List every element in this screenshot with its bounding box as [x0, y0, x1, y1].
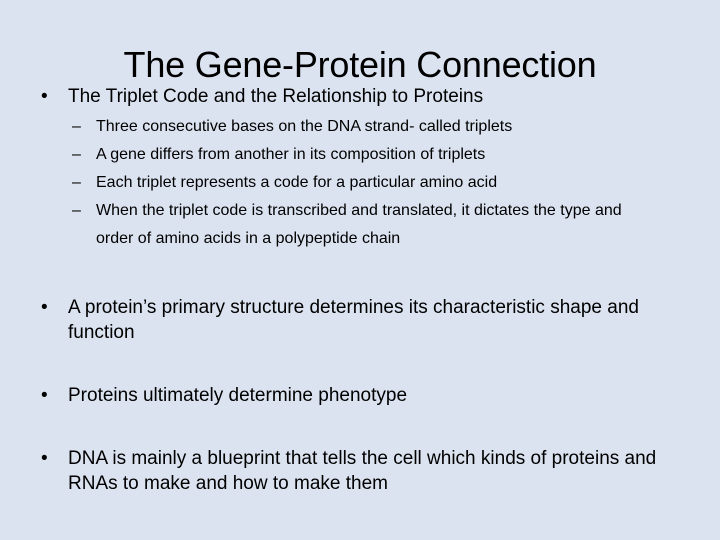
sub-bullet-item: – Each triplet represents a code for a p…	[68, 169, 662, 197]
bullet-list: • The Triplet Code and the Relationship …	[0, 84, 720, 496]
bullet-text: Proteins ultimately determine phenotype	[68, 385, 408, 406]
bullet-text: DNA is mainly a blueprint that tells the…	[68, 448, 657, 494]
slide-body: • The Triplet Code and the Relationship …	[0, 84, 720, 496]
sub-bullet-item: – When the triplet code is transcribed a…	[68, 197, 662, 253]
sub-bullet-item: – A gene differs from another in its com…	[68, 141, 662, 169]
sub-bullet-text: When the triplet code is transcribed and…	[96, 202, 622, 247]
bullet-marker-icon: •	[41, 86, 48, 107]
sub-bullet-text: Each triplet represents a code for a par…	[96, 174, 498, 191]
bullet-text: A protein’s primary structure determines…	[68, 297, 639, 343]
bullet-text: The Triplet Code and the Relationship to…	[68, 86, 484, 107]
bullet-marker-icon: •	[41, 297, 48, 318]
bullet-item: • Proteins ultimately determine phenotyp…	[0, 383, 720, 408]
slide-title: The Gene-Protein Connection	[123, 44, 597, 86]
spacer	[0, 253, 720, 295]
bullet-marker-icon: •	[41, 448, 48, 469]
sub-bullet-text: A gene differs from another in its compo…	[96, 146, 486, 163]
bullet-marker-icon: •	[41, 385, 48, 406]
sub-bullet-marker-icon: –	[72, 174, 81, 191]
sub-bullet-list: – Three consecutive bases on the DNA str…	[68, 113, 662, 253]
spacer	[0, 345, 720, 383]
sub-bullet-marker-icon: –	[72, 118, 81, 135]
sub-bullet-marker-icon: –	[72, 202, 81, 219]
bullet-item: • The Triplet Code and the Relationship …	[0, 84, 720, 253]
sub-bullet-marker-icon: –	[72, 146, 81, 163]
sub-bullet-text: Three consecutive bases on the DNA stran…	[96, 118, 513, 135]
sub-bullet-item: – Three consecutive bases on the DNA str…	[68, 113, 662, 141]
spacer	[0, 408, 720, 446]
bullet-item: • A protein’s primary structure determin…	[0, 295, 720, 345]
bullet-item: • DNA is mainly a blueprint that tells t…	[0, 446, 720, 496]
